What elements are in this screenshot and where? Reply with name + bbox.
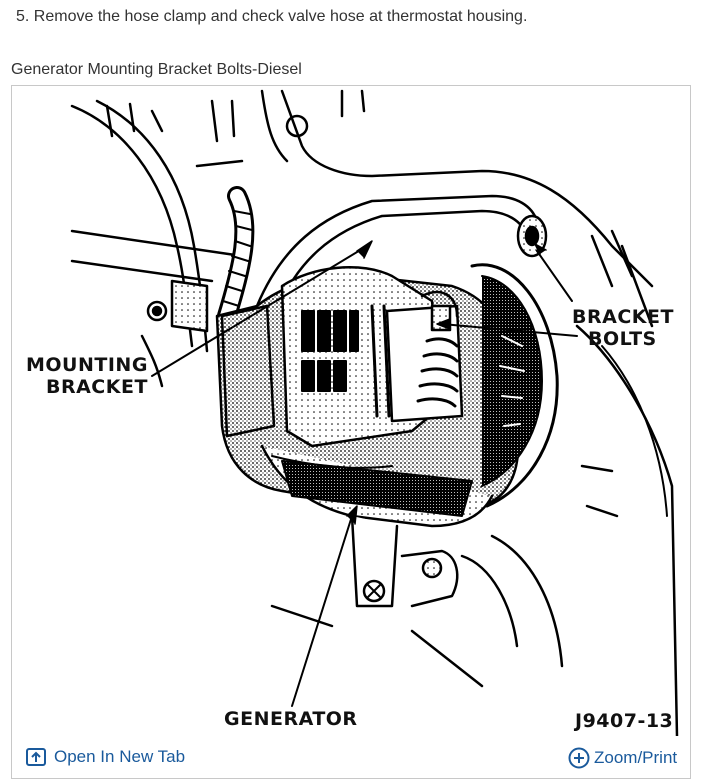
bracket-bolts-line2: BOLTS — [588, 328, 657, 350]
open-in-new-tab-link[interactable]: Open In New Tab — [26, 747, 185, 767]
bracket-bolts-label: BRACKET BOLTS — [572, 306, 674, 350]
zoom-print-link[interactable]: Zoom/Print — [568, 747, 677, 769]
zoom-print-label: Zoom/Print — [594, 748, 678, 767]
figure-code: J9407-13 — [575, 710, 674, 732]
generator-label: GENERATOR — [224, 708, 358, 730]
generator-diagram — [70, 89, 679, 736]
figure-container: MOUNTING BRACKET BRACKET BOLTS GENERATOR… — [11, 85, 691, 779]
plus-circle-icon — [568, 747, 590, 769]
open-new-tab-icon — [26, 748, 46, 766]
open-in-new-tab-label: Open In New Tab — [54, 747, 186, 766]
step-instruction: 5. Remove the hose clamp and check valve… — [16, 8, 528, 25]
bracket-bolts-line1: BRACKET — [572, 306, 674, 328]
mounting-bracket-line2: BRACKET — [45, 376, 148, 398]
mounting-bracket-line1: MOUNTING — [26, 354, 148, 376]
figure-title: Generator Mounting Bracket Bolts-Diesel — [11, 61, 302, 78]
mounting-bracket-label: MOUNTING BRACKET — [26, 354, 148, 398]
